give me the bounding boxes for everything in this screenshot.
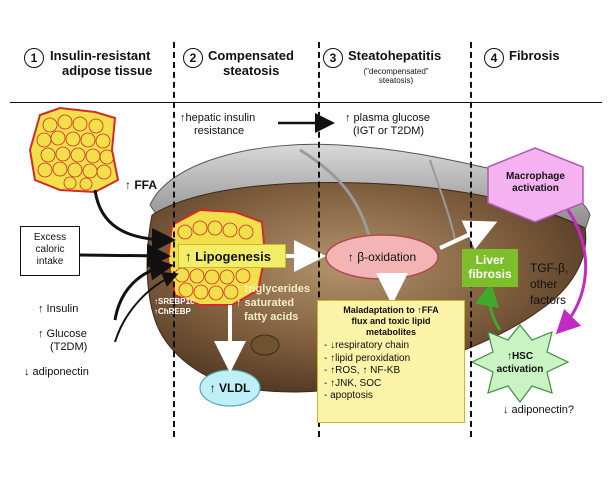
- excess-caloric-intake-box: Excess caloric intake: [20, 226, 80, 276]
- maladaptation-item: - ↑JNK, SOC: [324, 377, 382, 389]
- stage-4-number: 4: [484, 48, 504, 68]
- macrophage-shape: [487, 147, 584, 223]
- beta-oxidation-label: ↑ β-oxidation: [347, 250, 417, 264]
- hsc-activation-shape: [470, 324, 570, 403]
- stage-2-title: Compensated steatosis: [208, 48, 294, 78]
- hsc-activation-label: ↑HSC activation: [496, 351, 544, 375]
- maladaptation-box: Maladaptation to ↑FFA flux and toxic lip…: [317, 300, 465, 423]
- stage-1-number: 1: [24, 48, 44, 68]
- stage-3-subtitle: ("decompensated" steatosis): [363, 67, 429, 85]
- hepatic-insulin-resistance: ↑hepatic insulin resistance: [180, 112, 256, 137]
- stage-2-number: 2: [183, 48, 203, 68]
- lipogenesis-box: ↑ Lipogenesis: [178, 244, 286, 268]
- stage-1-title: Insulin-resistant adipose tissue: [50, 48, 153, 78]
- tgf-beta-label: TGF-β, other factors: [530, 261, 569, 307]
- stage-divider-2: [318, 42, 320, 437]
- srebp-chrebp-label: ↑SREBP1c ↑ChREBP: [154, 297, 195, 316]
- stage-4-title: Fibrosis: [509, 48, 560, 63]
- maladaptation-item: - apoptosis: [324, 390, 373, 401]
- adiponectin-question-label: ↓ adiponectin?: [503, 404, 574, 416]
- maladaptation-item: - ↑lipid peroxidation: [324, 352, 411, 364]
- adiponectin-label: ↓ adiponectin: [24, 366, 89, 378]
- liver-ligament: [299, 148, 372, 241]
- header-divider: [10, 102, 602, 103]
- stage-3-number: 3: [323, 48, 343, 68]
- arrow-beta-to-macrophage: [439, 220, 498, 250]
- stage-divider-3: [470, 42, 472, 437]
- glucose-label: ↑ Glucose (T2DM): [38, 328, 88, 353]
- arrow-hsc-to-liver-fibrosis: [475, 282, 502, 331]
- gallbladder: [250, 334, 280, 356]
- liver-fibrosis-box: Liver fibrosis: [462, 249, 518, 287]
- arrow-excess-to-liver: [79, 243, 171, 268]
- insulin-label: ↑ Insulin: [38, 303, 79, 315]
- stage-divider-1: [173, 42, 175, 437]
- vldl-label: ↑ VLDL: [209, 381, 251, 395]
- maladaptation-item: - ↑ROS, ↑ NF-KB: [324, 365, 401, 376]
- arrow-macrophage-to-hsc: [555, 209, 588, 335]
- arrow-glucose-to-liver: [114, 272, 179, 343]
- ffa-label: ↑ FFA: [125, 178, 157, 192]
- triglycerides-label: ↑ triglycerides ↑ saturated fatty acids: [236, 283, 310, 323]
- macrophage-activation-label: Macrophage activation: [506, 171, 565, 194]
- plasma-glucose-note: ↑ plasma glucose (IGT or T2DM): [345, 112, 430, 137]
- arrow-ffa-to-liver: [93, 189, 176, 252]
- stage-3-title: Steatohepatitis: [348, 48, 442, 63]
- maladaptation-item: - ↓respiratory chain: [324, 340, 410, 351]
- arrow-insulin-to-liver: [113, 256, 174, 321]
- adipose-tissue-cluster: [28, 106, 120, 194]
